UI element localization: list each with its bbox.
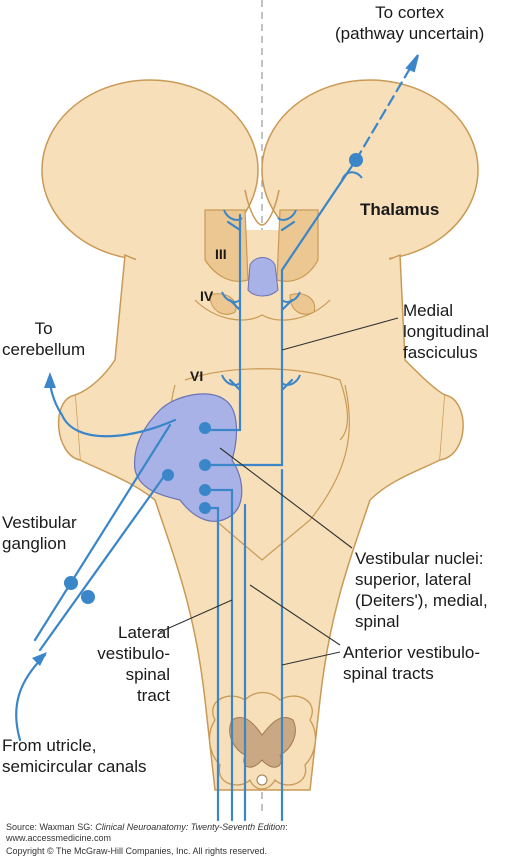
label-from-utricle: From utricle, semicircular canals: [2, 736, 147, 776]
edinger-westphal: [247, 257, 279, 297]
label-mlf: Medial longitudinal fasciculus: [403, 301, 490, 362]
spinal-cord-section: [208, 691, 317, 790]
label-vestibular-nuclei: Vestibular nuclei: superior, lateral (De…: [355, 549, 488, 631]
footer-source-suffix: :: [285, 822, 288, 832]
neuron-somata: [64, 153, 363, 604]
arrow-to-cerebellum: [44, 372, 56, 388]
footer-source-title: Clinical Neuroanatomy: Twenty-Seventh Ed…: [95, 822, 286, 832]
label-to-cerebellum: To cerebellum: [2, 319, 86, 359]
footer-copyright: Copyright © The McGraw-Hill Companies, I…: [6, 846, 268, 856]
footer-source: Source: Waxman SG: Clinical Neuroanatomy…: [6, 822, 288, 833]
leader-lines: [159, 317, 399, 666]
left-peduncle: [57, 394, 81, 461]
synapse-terminals: [221, 171, 363, 386]
label-nucleus-VI: VI: [190, 368, 204, 384]
footer-source-prefix: Source: Waxman SG:: [6, 822, 96, 832]
label-nucleus-IV: IV: [200, 288, 214, 304]
arrow-from-utricle: [32, 652, 47, 666]
label-thalamus: Thalamus: [360, 200, 440, 219]
label-vestibular-ganglion: Vestibular ganglion: [2, 513, 77, 553]
label-nucleus-III: III: [215, 246, 227, 262]
footer-url[interactable]: www.accessmedicine.com: [6, 833, 112, 843]
label-to-cortex: To cortex (pathway uncertain): [335, 3, 485, 43]
arrow-to-cortex: [405, 54, 419, 73]
label-lateral-vsp: Lateral vestibulo- spinal tract: [97, 623, 170, 705]
label-anterior-vsp: Anterior vestibulo- spinal tracts: [343, 643, 481, 683]
right-peduncle: [439, 394, 464, 461]
